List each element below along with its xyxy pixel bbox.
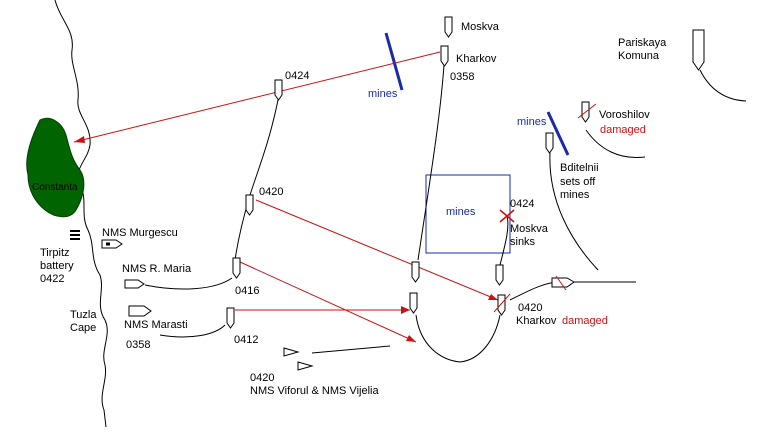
label-moskva-top: Moskva: [461, 21, 500, 33]
label-bditelnii-3: mines: [560, 189, 590, 201]
ship-icon: [440, 45, 449, 67]
ship-icon: [245, 194, 254, 216]
track-kharkov: [417, 64, 445, 261]
label-tirpitz-3: 0422: [40, 273, 64, 285]
track-pariskaya: [699, 69, 747, 102]
ship-icon: [497, 294, 506, 316]
mines-label-1: mines: [368, 88, 398, 100]
label-voroshilov: Voroshilov: [599, 109, 650, 121]
arrowhead-0420: [488, 294, 498, 300]
arrowhead-constanta: [74, 136, 85, 143]
ship-icon: [297, 361, 314, 371]
label-bditelnii-1: Bditelnii: [560, 162, 599, 174]
track-moskva-sinks: [499, 215, 509, 266]
label-tuzla-2: Cape: [70, 322, 96, 334]
damage-slash-east: [555, 275, 567, 291]
mines-label-3: mines: [446, 206, 476, 218]
label-time-0424-moskva: 0424: [510, 198, 534, 210]
track-marasti: [159, 324, 226, 338]
track-voroshilov: [585, 129, 646, 159]
label-time-0358-bottom: 0358: [126, 339, 150, 351]
minefield-line-2: [546, 111, 570, 156]
track-bditelnii: [549, 151, 599, 271]
label-time-0420-kharkov: 0420: [518, 302, 542, 314]
damage-slash-kharkov: [493, 293, 511, 313]
ship-icon: [232, 257, 241, 279]
constanta-land: [26, 117, 85, 218]
ship-icon: [411, 261, 420, 283]
attack-line-kharkov-constanta: [73, 51, 441, 143]
ship-icon: [551, 277, 575, 288]
damage-slash-voroshilov: [577, 103, 597, 119]
label-time-0412: 0412: [234, 334, 258, 346]
track-murgescu-r-maria: [144, 277, 233, 290]
ship-icon: [283, 347, 300, 357]
ship-icon: [409, 292, 418, 314]
ship-icon: [124, 279, 145, 289]
label-tirpitz-1: Tirpitz: [40, 247, 70, 259]
track-destroyers: [311, 345, 391, 354]
track-kharkov-east: [509, 281, 636, 301]
label-kharkov-top: Kharkov: [456, 53, 497, 65]
minefield-line-1: [384, 32, 404, 91]
label-moskva-sinks-1: Moskva: [510, 223, 549, 235]
label-nms-marasti: NMS Marasti: [124, 319, 188, 331]
arrowhead-0412: [401, 306, 410, 314]
label-pariskaya: Pariskaya: [618, 37, 667, 49]
sunk-x-icon: [499, 209, 515, 223]
track-loop-bottom: [415, 314, 501, 363]
coastline: [54, 0, 108, 428]
label-time-0358-top: 0358: [450, 71, 474, 83]
ship-icon: [444, 16, 453, 38]
attack-line-0416: [239, 261, 417, 343]
ship-icon: [226, 307, 235, 329]
label-tuzla-1: Tuzla: [70, 309, 97, 321]
label-time-0420-mid: 0420: [259, 186, 283, 198]
mines-label-2: mines: [517, 116, 547, 128]
ship-icon: [495, 264, 504, 286]
attack-line-0420: [255, 199, 499, 301]
label-voroshilov-status: damaged: [600, 124, 646, 136]
label-komuna: Komuna: [618, 50, 660, 62]
label-time-0424-top: 0424: [285, 70, 309, 82]
label-moskva-sinks-2: sinks: [510, 236, 536, 248]
label-kharkov-bottom: Kharkov: [516, 315, 557, 327]
label-time-0420-bottom: 0420: [250, 372, 274, 384]
label-kharkov-status: damaged: [562, 315, 608, 327]
label-time-0416: 0416: [235, 285, 259, 297]
arrowhead-0416: [406, 335, 416, 342]
constanta-label: Constanta: [32, 182, 78, 193]
ship-icon: [274, 79, 283, 101]
ship-icon: [692, 29, 705, 71]
label-nms-murgescu: NMS Murgescu: [102, 227, 178, 239]
label-bditelnii-2: sets off: [560, 176, 596, 188]
ship-icon: [545, 132, 554, 154]
ship-icon: [101, 239, 123, 249]
label-viforul-vijelia: NMS Viforul & NMS Vijelia: [250, 385, 379, 397]
ship-icon: [128, 305, 152, 317]
battery-icon: [70, 230, 80, 240]
label-tirpitz-2: battery: [40, 260, 74, 272]
track-0424-0416: [234, 99, 279, 261]
label-nms-r-maria: NMS R. Maria: [122, 263, 192, 275]
